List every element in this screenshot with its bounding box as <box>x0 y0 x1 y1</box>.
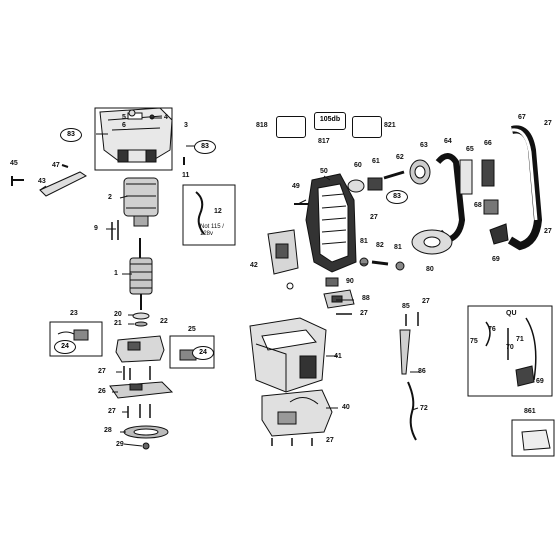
part-label-45: 45 <box>10 160 18 167</box>
part-label-4: 4 <box>164 114 168 121</box>
part-label-90: 90 <box>346 278 354 285</box>
part-label-11: 11 <box>182 172 190 179</box>
part-label-75: 75 <box>470 338 478 345</box>
part-label-2: 2 <box>108 194 112 201</box>
part-label-1: 1 <box>114 270 118 277</box>
part-label-88: 88 <box>362 295 370 302</box>
part-label-47: 47 <box>52 162 60 169</box>
part-label-68: 68 <box>474 202 482 209</box>
part-label-27c: 27 <box>544 120 552 127</box>
part-label-86: 86 <box>418 368 426 375</box>
part-label-27a: 27 <box>98 368 106 375</box>
part-label-5: 5 <box>122 114 126 121</box>
part-label-25: 25 <box>188 326 196 333</box>
part-label-69b: 69 <box>536 378 544 385</box>
part-label-71: 71 <box>516 336 524 343</box>
armature <box>129 238 153 310</box>
part-label-50: 50 <box>320 168 328 175</box>
part-oval-83a: 83 <box>60 128 82 142</box>
part-label-69a: 69 <box>492 256 500 263</box>
part-label-27g: 27 <box>422 298 430 305</box>
part-label-64: 64 <box>444 138 452 145</box>
part-label-12: 12 <box>214 208 222 215</box>
part-label-40: 40 <box>342 404 350 411</box>
part-label-61: 61 <box>372 158 380 165</box>
part-label-65: 65 <box>466 146 474 153</box>
part-oval-83c: 83 <box>386 190 408 204</box>
part-label-85: 85 <box>402 303 410 310</box>
part-label-817: 817 <box>318 138 330 145</box>
part-label-80: 80 <box>426 266 434 273</box>
part-label-81a: 81 <box>360 238 368 245</box>
part-label-821: 821 <box>384 122 396 129</box>
part-label-66: 66 <box>484 140 492 147</box>
part-label-27d: 27 <box>370 214 378 221</box>
part-label-818: 818 <box>256 122 268 129</box>
housing-40 <box>261 389 333 437</box>
part-label-63: 63 <box>420 142 428 149</box>
part-label-28: 28 <box>104 427 112 434</box>
decal-821 <box>352 116 382 138</box>
part-label-27b: 27 <box>108 408 116 415</box>
part-label-70: 70 <box>506 344 514 351</box>
part-label-27f: 27 <box>360 310 368 317</box>
part-label-72: 72 <box>420 405 428 412</box>
decal-818 <box>276 116 306 138</box>
part-label-62: 62 <box>396 154 404 161</box>
part-label-20: 20 <box>114 311 122 318</box>
part-label-42: 42 <box>250 262 258 269</box>
part-label-82: 82 <box>376 242 384 249</box>
field-housing <box>123 177 159 227</box>
part-label-23: 23 <box>70 310 78 317</box>
part-label-29: 29 <box>116 441 124 448</box>
housing-41 <box>249 317 327 393</box>
part-label-41: 41 <box>334 353 342 360</box>
part-label-22: 22 <box>160 318 168 325</box>
part-oval-24b: 24 <box>192 346 214 360</box>
part-label-6: 6 <box>122 122 126 129</box>
handle-housing <box>305 173 357 273</box>
part-oval-83b: 83 <box>194 140 216 154</box>
part-label-49: 49 <box>292 183 300 190</box>
note-not-115: Not 115 / 128v <box>200 224 224 237</box>
part-label-27h: 27 <box>326 437 334 444</box>
part-label-26: 26 <box>98 388 106 395</box>
part-label-67: 67 <box>518 114 526 121</box>
decal-817: 105db <box>314 112 346 130</box>
part-label-861: 861 <box>524 408 536 415</box>
qu-label: QU <box>506 310 517 317</box>
gear-housing-top <box>99 107 173 163</box>
part-label-43: 43 <box>38 178 46 185</box>
part-label-27e: 27 <box>544 228 552 235</box>
part-oval-24a: 24 <box>54 340 76 354</box>
part-label-21: 21 <box>114 320 122 327</box>
part-label-3: 3 <box>184 122 188 129</box>
part-label-9: 9 <box>94 225 98 232</box>
part-label-81b: 81 <box>394 244 402 251</box>
part-label-76: 76 <box>488 326 496 333</box>
part-label-60: 60 <box>354 162 362 169</box>
